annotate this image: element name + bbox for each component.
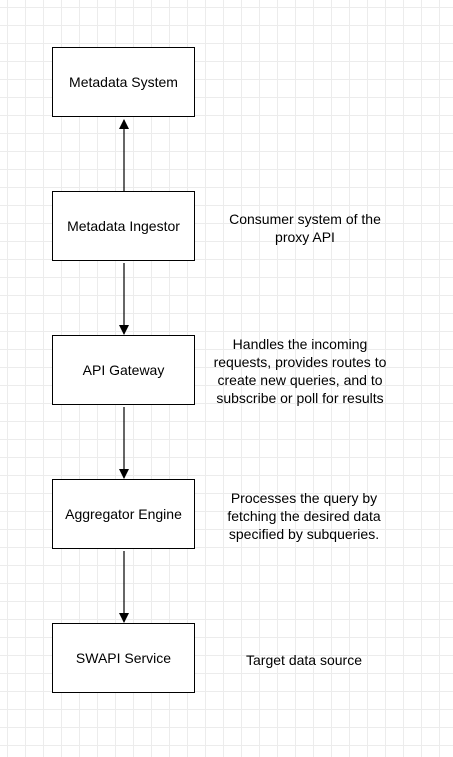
- node-metadata-system-label: Metadata System: [69, 74, 178, 90]
- note-metadata-ingestor-text: Consumer system of the proxy API: [229, 211, 381, 245]
- note-aggregator-engine-text: Processes the query by fetching the desi…: [227, 490, 381, 542]
- note-api-gateway: Handles the incoming requests, provides …: [206, 335, 394, 407]
- node-metadata-ingestor[interactable]: Metadata Ingestor: [52, 191, 195, 261]
- node-metadata-ingestor-label: Metadata Ingestor: [67, 218, 180, 234]
- note-aggregator-engine: Processes the query by fetching the desi…: [216, 489, 392, 543]
- note-api-gateway-text: Handles the incoming requests, provides …: [213, 336, 387, 406]
- note-metadata-ingestor: Consumer system of the proxy API: [217, 210, 393, 246]
- note-swapi-service: Target data source: [224, 651, 384, 669]
- node-swapi-service-label: SWAPI Service: [75, 650, 172, 666]
- node-swapi-service[interactable]: SWAPI Service: [52, 623, 195, 693]
- note-swapi-service-text: Target data source: [246, 652, 362, 668]
- node-aggregator-engine[interactable]: Aggregator Engine: [52, 479, 195, 549]
- node-api-gateway[interactable]: API Gateway: [52, 335, 195, 405]
- node-metadata-system[interactable]: Metadata System: [52, 47, 195, 117]
- node-api-gateway-label: API Gateway: [82, 362, 165, 378]
- node-aggregator-engine-label: Aggregator Engine: [65, 506, 182, 522]
